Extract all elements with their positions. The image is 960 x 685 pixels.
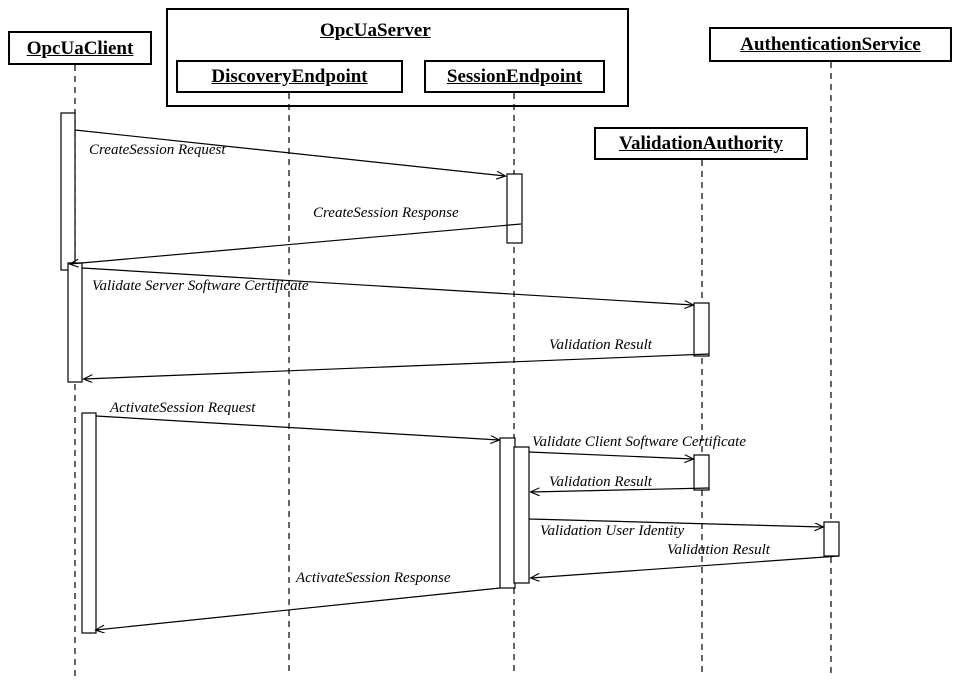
participant-label-opcuaclient: OpcUaClient [26, 37, 134, 59]
activation-client-1 [60, 112, 76, 271]
message-arrow-m5 [95, 415, 499, 440]
participant-authenticationservice[interactable]: AuthenticationService [709, 27, 952, 62]
activation-validation-2 [693, 454, 710, 491]
participant-discoveryendpoint[interactable]: DiscoveryEndpoint [176, 60, 403, 93]
participant-label-validationauthority: ValidationAuthority [619, 133, 783, 154]
activation-client-3 [81, 412, 97, 634]
message-arrow-m6 [528, 451, 693, 459]
participant-sessionendpoint[interactable]: SessionEndpoint [424, 60, 605, 93]
message-label-m5: ActivateSession Request [110, 400, 256, 416]
message-label-m3: Validate Server Software Certificate [92, 278, 309, 294]
message-label-m9: Validation Result [667, 542, 770, 558]
message-arrow-m10 [96, 587, 501, 630]
message-label-m7: Validation Result [549, 474, 652, 490]
group-title-opcuaserver: OpcUaServer [320, 20, 431, 41]
group-box-opcuaserver [166, 8, 629, 107]
activation-session-1 [506, 173, 523, 244]
activation-session-2 [499, 437, 516, 589]
message-arrow-m4 [84, 353, 710, 379]
activation-auth-1 [823, 521, 840, 557]
participant-opcuaclient[interactable]: OpcUaClient [8, 31, 152, 65]
message-arrow-m9 [531, 555, 840, 578]
message-label-m6: Validate Client Software Certificate [532, 434, 747, 450]
participant-label-sessionendpoint: SessionEndpoint [446, 66, 583, 87]
participant-label-authenticationservice: AuthenticationService [740, 34, 921, 55]
participant-validationauthority[interactable]: ValidationAuthority [594, 127, 808, 160]
message-arrow-m2 [70, 223, 522, 264]
message-label-m8: Validation User Identity [540, 523, 685, 539]
activation-session-3 [513, 446, 530, 584]
message-label-m2: CreateSession Response [313, 205, 459, 221]
message-label-m10: ActivateSession Response [296, 570, 451, 586]
activation-client-2 [67, 262, 83, 383]
activation-validation-1 [693, 302, 710, 357]
message-label-m1: CreateSession Request [89, 142, 226, 158]
message-label-m4: Validation Result [549, 337, 652, 353]
participant-label-discoveryendpoint: DiscoveryEndpoint [211, 66, 368, 87]
